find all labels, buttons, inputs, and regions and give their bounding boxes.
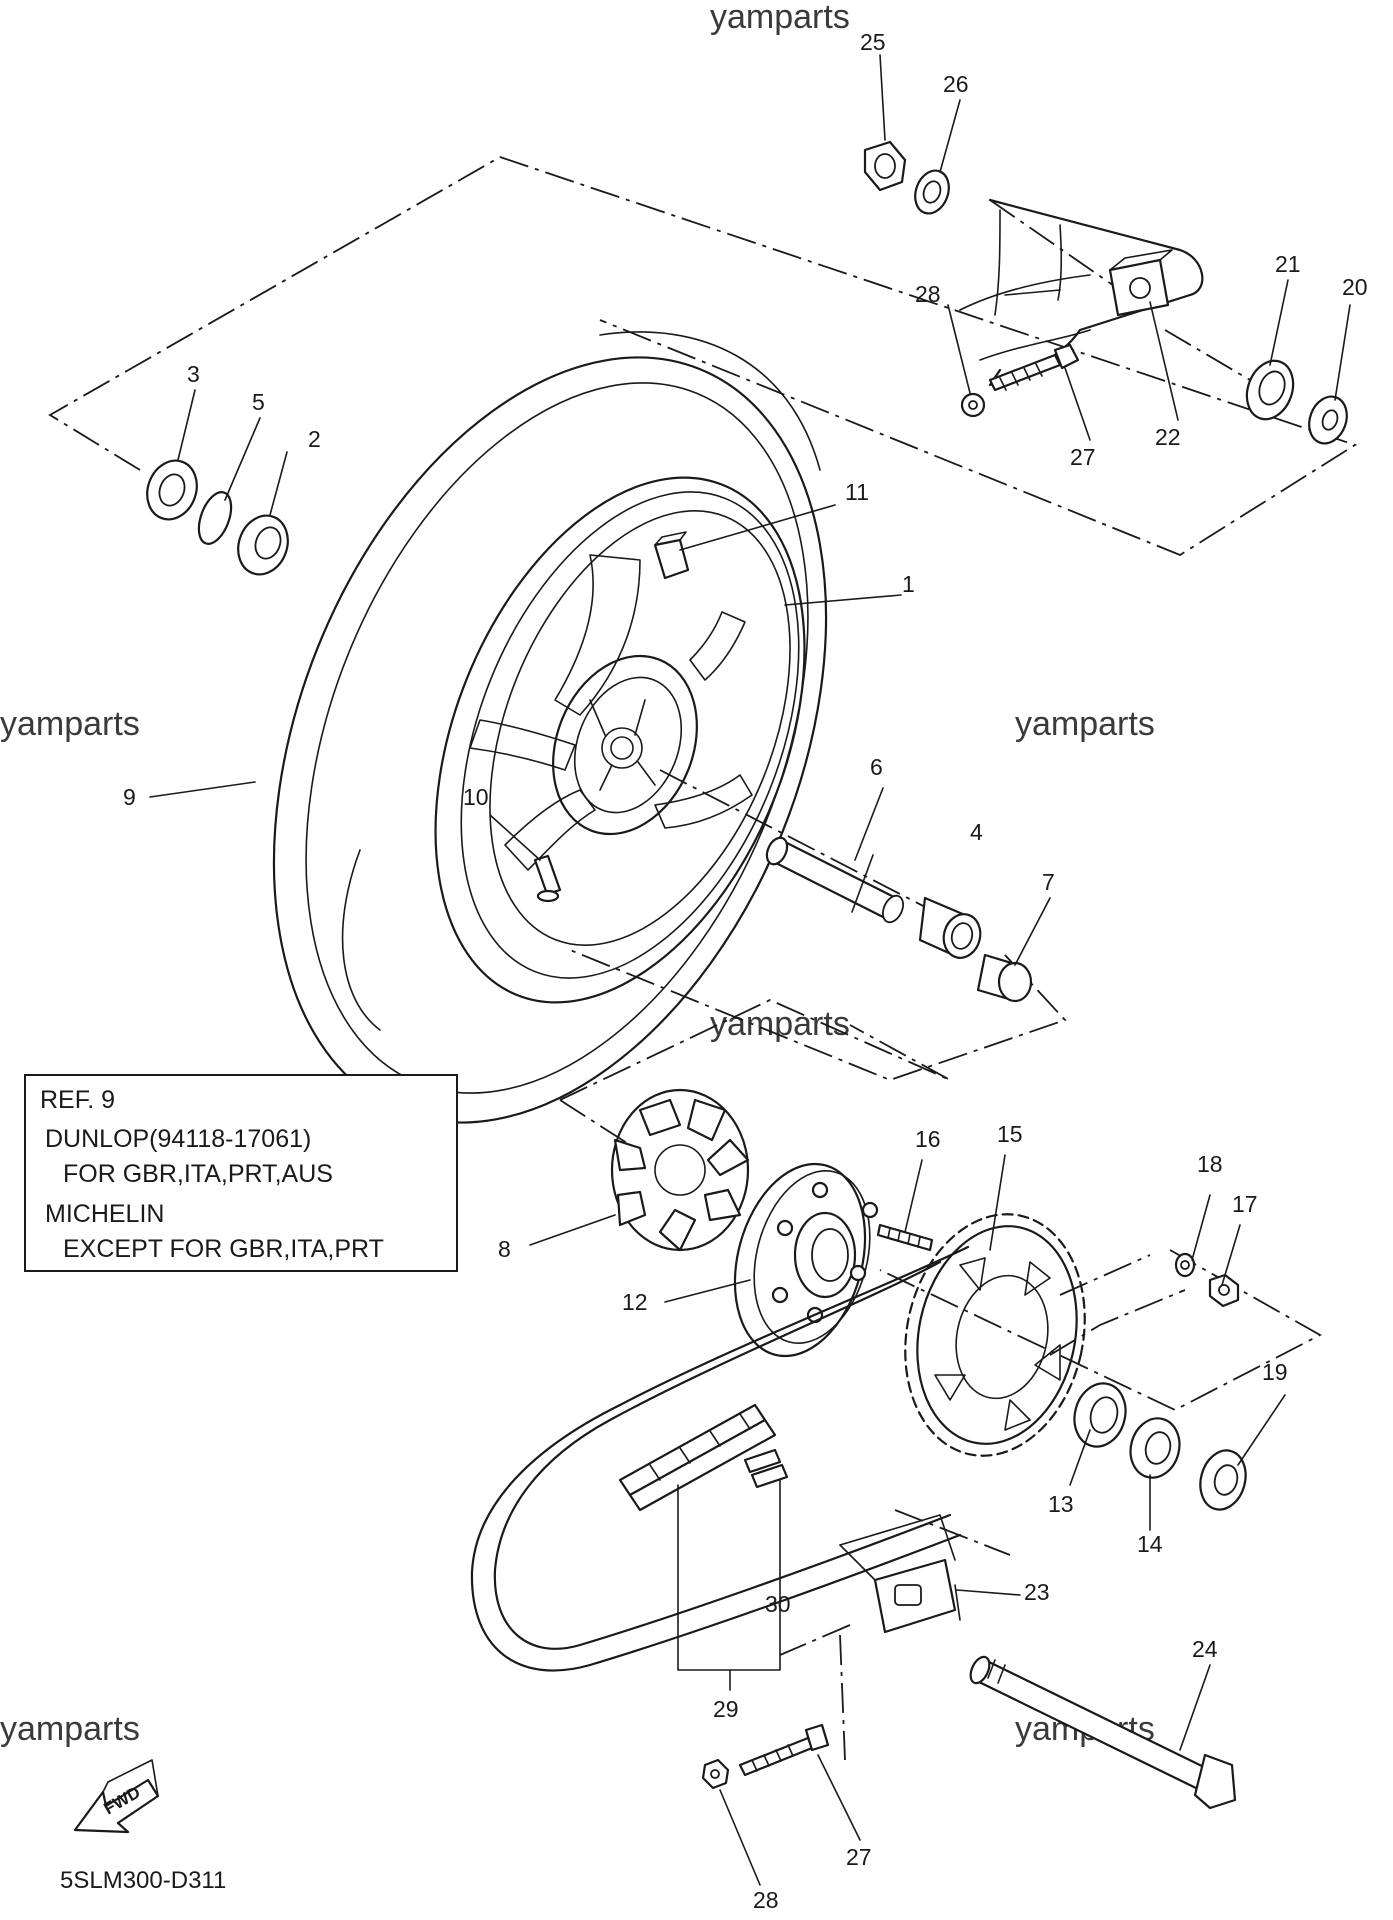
sprocket-15 (904, 1213, 1086, 1457)
watermark: yamparts (710, 1005, 850, 1043)
watermarks: yamparts yamparts yamparts yamparts yamp… (0, 0, 1155, 1748)
circlip-5 (197, 491, 233, 545)
callout-27-lower: 27 (846, 1844, 872, 1870)
spacer-collar (765, 836, 904, 924)
callout-24: 24 (1192, 1636, 1218, 1662)
callout-3: 3 (187, 361, 200, 387)
callout-21: 21 (1275, 251, 1301, 277)
callout-28: 28 (915, 281, 941, 307)
callout-11: 11 (845, 479, 869, 505)
callout-22: 22 (1155, 424, 1181, 450)
callout-20: 20 (1342, 274, 1368, 300)
callout-9: 9 (123, 784, 136, 810)
callout-6: 6 (870, 754, 883, 780)
clutch-hub-12 (733, 1162, 879, 1358)
ref-note-box: REF. 9 DUNLOP(94118-17061) FOR GBR,ITA,P… (24, 1074, 458, 1272)
oil-seal-19 (1199, 1449, 1247, 1511)
bearing-2 (237, 514, 289, 576)
callout-12: 12 (622, 1289, 648, 1315)
watermark: yamparts (1015, 705, 1155, 743)
adjuster-bolt-27 (988, 343, 1080, 392)
fwd-label: FWD (101, 1783, 144, 1819)
wheel-damper-8 (610, 1088, 750, 1252)
tire-valve (533, 854, 562, 903)
callout-7: 7 (1042, 869, 1055, 895)
collar-7 (976, 953, 1033, 1003)
callout-25: 25 (860, 29, 886, 55)
diagram-code: 5SLM300-D311 (60, 1867, 226, 1894)
callout-4: 4 (970, 819, 983, 845)
ref-line: REF. 9 (40, 1086, 115, 1114)
callout-15: 15 (997, 1121, 1023, 1147)
callout-14: 14 (1137, 1531, 1163, 1557)
callout-30: 30 (765, 1591, 791, 1617)
stud-bolt-16 (876, 1223, 934, 1252)
bearing-3 (146, 459, 198, 521)
needle-bearing (918, 896, 982, 960)
ref-line: FOR GBR,ITA,PRT,AUS (63, 1160, 333, 1188)
callout-26: 26 (943, 71, 969, 97)
chain-puller-22 (1108, 249, 1173, 317)
callout-16: 16 (915, 1126, 941, 1152)
fwd-arrow-icon: FWD (73, 1759, 160, 1834)
bearing-13 (1073, 1382, 1127, 1448)
callout-1: 1 (902, 571, 915, 597)
drive-chain (470, 1245, 970, 1691)
bearing-14 (1129, 1417, 1181, 1479)
callout-29: 29 (713, 1696, 739, 1722)
callout-10: 10 (463, 784, 489, 810)
callout-23: 23 (1024, 1579, 1050, 1605)
ref-line: EXCEPT FOR GBR,ITA,PRT (63, 1235, 384, 1263)
callout-18: 18 (1197, 1151, 1223, 1177)
adjuster-bolt-27-lower (738, 1723, 830, 1777)
leader-lines (149, 54, 1351, 1886)
ref-line: DUNLOP(94118-17061) (45, 1125, 311, 1153)
watermark: yamparts (710, 0, 850, 36)
callout-17: 17 (1232, 1191, 1258, 1217)
callout-28-lower: 28 (753, 1887, 779, 1913)
callout-5: 5 (252, 389, 265, 415)
callout-8: 8 (498, 1236, 511, 1262)
watermark: yamparts (0, 1710, 140, 1748)
callout-numbers: 1 2 3 4 5 6 7 8 9 10 11 12 13 14 15 16 1… (123, 29, 1368, 1913)
callout-27: 27 (1070, 444, 1096, 470)
damper-insert (653, 531, 690, 580)
callout-19: 19 (1262, 1359, 1288, 1385)
assembly-lines (48, 156, 1358, 1761)
callout-2: 2 (308, 426, 321, 452)
washer-26 (914, 169, 950, 215)
callout-13: 13 (1048, 1491, 1074, 1517)
ref-line: MICHELIN (45, 1200, 164, 1228)
chain-puller-23 (839, 1514, 961, 1634)
axle-nut-25 (863, 140, 907, 192)
rear-wheel-tire (272, 331, 828, 1124)
oil-seal-21 (1245, 359, 1295, 421)
washer-18 (1174, 1252, 1196, 1278)
watermark: yamparts (0, 705, 140, 743)
wheel-axle-24 (969, 1655, 1237, 1810)
locknut-28 (960, 392, 986, 418)
locknut-28-lower (701, 1758, 730, 1790)
collar-20 (1308, 395, 1348, 445)
